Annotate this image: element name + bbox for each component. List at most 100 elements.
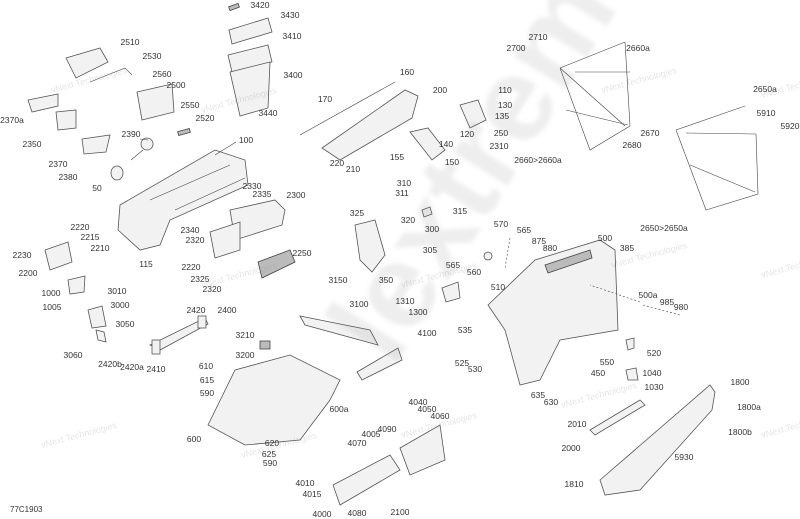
callout-label: 210 bbox=[345, 163, 361, 174]
callout-label: 300 bbox=[424, 223, 440, 234]
diagram-reference: 77C1903 bbox=[10, 505, 43, 514]
dashboard-100 bbox=[117, 149, 249, 251]
callout-label: 385 bbox=[619, 242, 635, 253]
callout-label: 2500 bbox=[166, 79, 186, 90]
callout-label: 2660a bbox=[626, 42, 650, 53]
callout-label: 1800b bbox=[728, 426, 752, 437]
callout-label: 2335 bbox=[252, 188, 272, 199]
callout-label: 170 bbox=[317, 93, 333, 104]
callout-label: 2340 bbox=[180, 224, 200, 235]
callout-label: 4040 bbox=[408, 396, 428, 407]
callout-label: 2215 bbox=[80, 231, 100, 242]
callout-label: 2250 bbox=[292, 247, 312, 258]
callout-label: 4100 bbox=[417, 327, 437, 338]
callout-label: 2220 bbox=[181, 261, 201, 272]
callout-label: 530 bbox=[467, 363, 483, 374]
callout-label: 155 bbox=[389, 151, 405, 162]
callout-label: 50 bbox=[92, 182, 102, 193]
callout-label: 2550 bbox=[180, 99, 200, 110]
callout-label: 2370 bbox=[48, 158, 68, 169]
callout-label: 520 bbox=[646, 347, 662, 358]
callout-label: 3420 bbox=[250, 0, 270, 10]
wiring-harness-160 bbox=[299, 81, 487, 161]
callout-label: 1800 bbox=[730, 376, 750, 387]
callout-label: 565 bbox=[516, 224, 532, 235]
callout-label: 3400 bbox=[283, 69, 303, 80]
callout-label: 550 bbox=[599, 356, 615, 367]
callout-label: 135 bbox=[494, 110, 510, 121]
callout-label: 2560 bbox=[152, 68, 172, 79]
callout-label: 2400 bbox=[217, 304, 237, 315]
callout-label: 220 bbox=[329, 157, 345, 168]
callout-label: 2700 bbox=[506, 42, 526, 53]
callout-label: 1800a bbox=[737, 401, 761, 412]
callout-label: 535 bbox=[457, 324, 473, 335]
callout-label: 3050 bbox=[115, 318, 135, 329]
callout-label: 1005 bbox=[42, 301, 62, 312]
callout-label: 2230 bbox=[12, 249, 32, 260]
callout-label: 4060 bbox=[430, 410, 450, 421]
callout-label: 880 bbox=[542, 242, 558, 253]
callout-label: 2650a bbox=[753, 83, 777, 94]
callout-label: 2320 bbox=[202, 283, 222, 294]
callout-label: 2420b bbox=[98, 358, 122, 369]
callout-label: 5920 bbox=[780, 120, 800, 131]
callout-label: 311 bbox=[395, 187, 409, 198]
callout-label: 1040 bbox=[642, 367, 662, 378]
callout-label: 625 bbox=[261, 448, 277, 459]
callout-label: 2100 bbox=[390, 506, 410, 517]
callout-label: 1030 bbox=[644, 381, 664, 392]
callout-label: 320 bbox=[400, 214, 416, 225]
callout-label: 2320 bbox=[185, 234, 205, 245]
callout-label: 615 bbox=[199, 374, 215, 385]
callout-label: 1810 bbox=[564, 478, 584, 489]
callout-label: 2330 bbox=[242, 180, 262, 191]
callout-label: 2650>2650a bbox=[640, 222, 688, 233]
callout-label: 2390 bbox=[121, 128, 141, 139]
callout-label: 635 bbox=[530, 389, 546, 400]
callout-label: 600a bbox=[329, 403, 349, 414]
skid-plate-600 bbox=[207, 315, 446, 506]
callout-label: 100 bbox=[238, 134, 254, 145]
callout-label: 600 bbox=[186, 433, 202, 444]
callout-label: 4005 bbox=[361, 428, 381, 439]
callout-label: 2510 bbox=[120, 36, 140, 47]
storage-bin-3400 bbox=[227, 2, 273, 117]
callout-label: 2520 bbox=[195, 112, 215, 123]
callout-label: 500 bbox=[597, 232, 613, 243]
callout-label: 315 bbox=[452, 205, 468, 216]
callout-label: 250 bbox=[493, 127, 509, 138]
callout-label: 325 bbox=[349, 207, 365, 218]
callout-label: 560 bbox=[466, 266, 482, 277]
callout-label: 4070 bbox=[347, 437, 367, 448]
bracket-2200 bbox=[44, 241, 107, 343]
callout-label: 3410 bbox=[282, 30, 302, 41]
callout-label: 2680 bbox=[622, 139, 642, 150]
callout-label: 4015 bbox=[302, 488, 322, 499]
callout-label: 4010 bbox=[295, 477, 315, 488]
firewall-500 bbox=[483, 239, 639, 386]
callout-label: 305 bbox=[422, 244, 438, 255]
callout-label: 4050 bbox=[417, 403, 437, 414]
callout-label: 130 bbox=[497, 99, 513, 110]
callout-label: 2350 bbox=[22, 138, 42, 149]
callout-label: 980 bbox=[673, 301, 689, 312]
callout-label: 3150 bbox=[328, 274, 348, 285]
callout-label: 3100 bbox=[349, 298, 369, 309]
callout-label: 3200 bbox=[235, 349, 255, 360]
glovebox-2300 bbox=[209, 199, 296, 279]
callout-label: 2420a bbox=[120, 361, 144, 372]
callout-label: 2410 bbox=[146, 363, 166, 374]
callout-label: 2370a bbox=[0, 114, 24, 125]
callout-label: 450 bbox=[590, 367, 606, 378]
callout-label: 350 bbox=[378, 274, 394, 285]
callout-label: 2710 bbox=[528, 31, 548, 42]
callout-label: 2210 bbox=[90, 242, 110, 253]
callout-label: 985 bbox=[659, 296, 675, 307]
callout-label: 630 bbox=[543, 396, 559, 407]
callout-label: 2200 bbox=[18, 267, 38, 278]
callout-label: 2670 bbox=[640, 127, 660, 138]
callout-label: 200 bbox=[432, 84, 448, 95]
crossbar-2400 bbox=[149, 315, 271, 355]
